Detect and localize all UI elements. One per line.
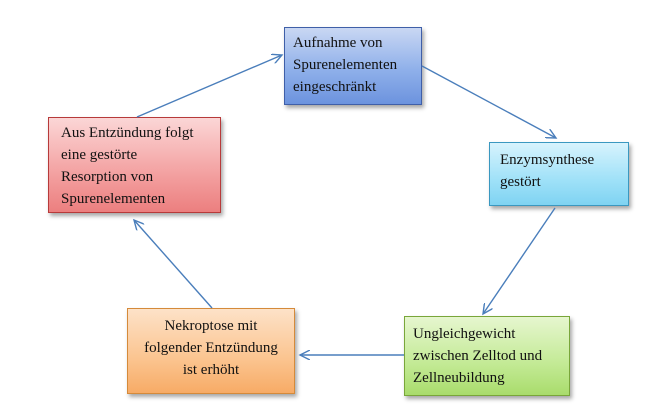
- arrow-bottom-left-to-left: [134, 220, 213, 309]
- node-disturbed-resorption-label: Aus Entzündung folgt eine gestörte Resor…: [61, 125, 194, 207]
- node-cell-imbalance-label: Ungleichgewicht zwischen Zelltod und Zel…: [413, 326, 543, 386]
- node-disturbed-resorption: Aus Entzündung folgt eine gestörte Resor…: [48, 117, 221, 213]
- arrow-left-to-top: [136, 55, 282, 118]
- node-necroptosis-inflammation: Nekroptose mit folgender Entzündung ist …: [127, 308, 295, 394]
- node-uptake-restricted: Aufnahme von Spurenelementen eingeschrän…: [284, 27, 422, 105]
- arrow-top-to-right: [421, 65, 556, 138]
- node-enzyme-synthesis-disturbed: Enzymsynthese gestört: [489, 142, 629, 206]
- node-cell-imbalance: Ungleichgewicht zwischen Zelltod und Zel…: [404, 316, 570, 396]
- node-enzyme-synthesis-disturbed-label: Enzymsynthese gestört: [500, 152, 595, 190]
- arrow-right-to-bottom-right: [483, 207, 556, 314]
- node-necroptosis-inflammation-label: Nekroptose mit folgender Entzündung ist …: [144, 318, 278, 378]
- node-uptake-restricted-label: Aufnahme von Spurenelementen eingeschrän…: [293, 35, 398, 95]
